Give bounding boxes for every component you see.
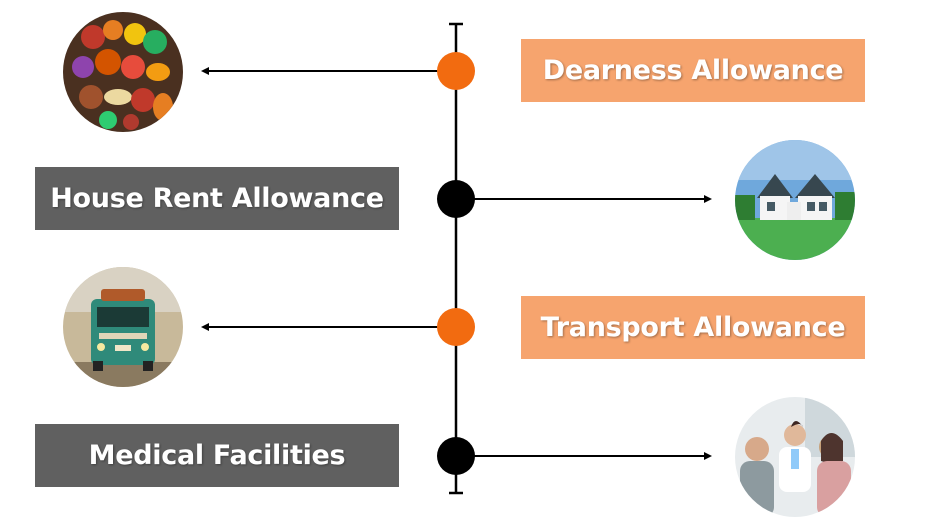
node-dot-dearness [437,52,475,90]
bus-photo [63,267,183,387]
vegetables-photo [63,12,183,132]
doctor-patient-photo [735,397,855,517]
label-transport-allowance: Transport Allowance [521,296,865,359]
label-medical-facilities: Medical Facilities [35,424,399,487]
node-dot-house-rent [437,180,475,218]
house-photo [735,140,855,260]
label-dearness-allowance: Dearness Allowance [521,39,865,102]
node-dot-transport [437,308,475,346]
node-dot-medical [437,437,475,475]
label-house-rent-allowance: House Rent Allowance [35,167,399,230]
